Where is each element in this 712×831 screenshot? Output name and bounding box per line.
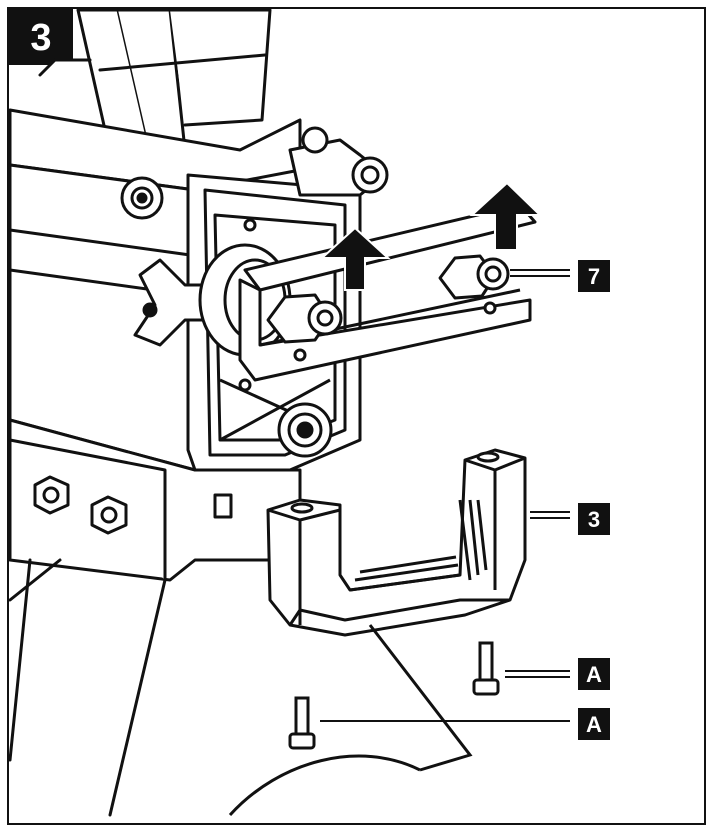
u-bracket-upper xyxy=(238,203,537,382)
callout-3: 3 xyxy=(578,503,610,535)
callout-3-label: 3 xyxy=(588,507,600,532)
step-badge: 3 xyxy=(9,9,73,65)
callout-a-lower: A xyxy=(578,708,610,740)
callout-7: 7 xyxy=(578,260,610,292)
u-bracket-part-3 xyxy=(266,448,527,637)
screw-a-upper xyxy=(472,641,500,696)
callout-7-label: 7 xyxy=(588,264,600,289)
lift-arrows xyxy=(319,181,543,291)
step-number: 3 xyxy=(30,17,51,59)
callout-a-upper-label: A xyxy=(586,662,602,687)
machine-body xyxy=(8,8,302,817)
work-table xyxy=(228,624,473,817)
callout-a-upper: A xyxy=(578,658,610,690)
callout-leaders xyxy=(320,269,570,722)
callout-a-lower-label: A xyxy=(586,712,602,737)
screw-a-lower xyxy=(288,696,316,750)
